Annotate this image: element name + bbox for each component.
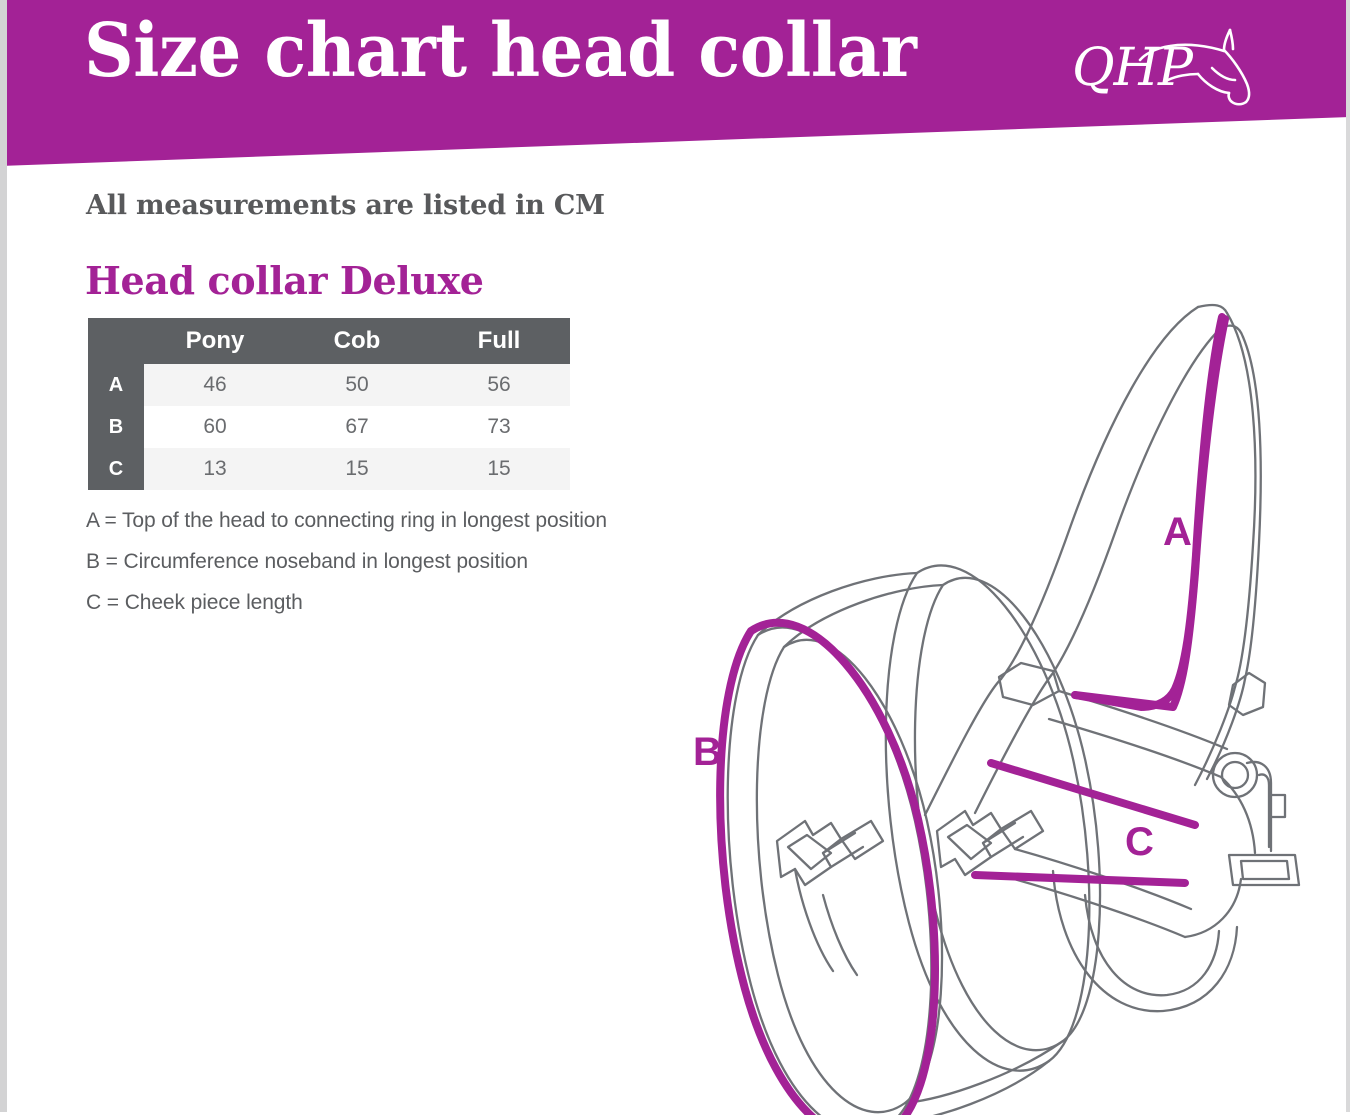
table-row: C 13 15 15 [88,448,570,490]
measure-line-a-stroke [1071,313,1226,711]
page-title: Size chart head collar [84,8,917,94]
row-label-a: A [88,364,144,406]
brand-logo: QHP [1072,22,1272,112]
measurement-legend: A = Top of the head to connecting ring i… [86,500,786,623]
cell-a-cob: 50 [286,364,428,406]
row-label-c: C [88,448,144,490]
product-section-title: Head collar Deluxe [85,258,484,303]
legend-item-c: C = Cheek piece length [86,591,303,614]
row-label-b: B [88,406,144,448]
table-row: A 46 50 56 [88,364,570,406]
table-header-row: Pony Cob Full [88,318,570,364]
column-header-cob: Cob [286,318,428,364]
cell-b-full: 73 [428,406,570,448]
dimension-label-a: A [1163,510,1192,554]
size-chart-table: Pony Cob Full A 46 50 56 B 60 67 73 C 13… [88,318,570,490]
cell-a-full: 56 [428,364,570,406]
measure-line-c-lower [971,871,1189,887]
dimension-label-b: B [693,730,722,774]
column-header-pony: Pony [144,318,286,364]
cell-c-full: 15 [428,448,570,490]
measurement-units-note: All measurements are listed in CM [86,190,605,221]
halter-outline [726,303,1301,1115]
legend-item-b: B = Circumference noseband in longest po… [86,550,528,573]
cell-c-cob: 15 [286,448,428,490]
cell-b-pony: 60 [144,406,286,448]
brand-wordmark: QHP [1072,38,1193,98]
legend-item-a: A = Top of the head to connecting ring i… [86,509,607,532]
cell-c-pony: 13 [144,448,286,490]
table-corner-cell [88,318,144,364]
dimension-label-c: C [1125,820,1154,864]
cell-a-pony: 46 [144,364,286,406]
table-row: B 60 67 73 [88,406,570,448]
column-header-full: Full [428,318,570,364]
measure-line-c-upper [987,759,1199,829]
halter-diagram: A B C [655,255,1350,1115]
horse-head-icon [1138,28,1251,106]
measure-line-b [716,618,939,1115]
cell-b-cob: 67 [286,406,428,448]
